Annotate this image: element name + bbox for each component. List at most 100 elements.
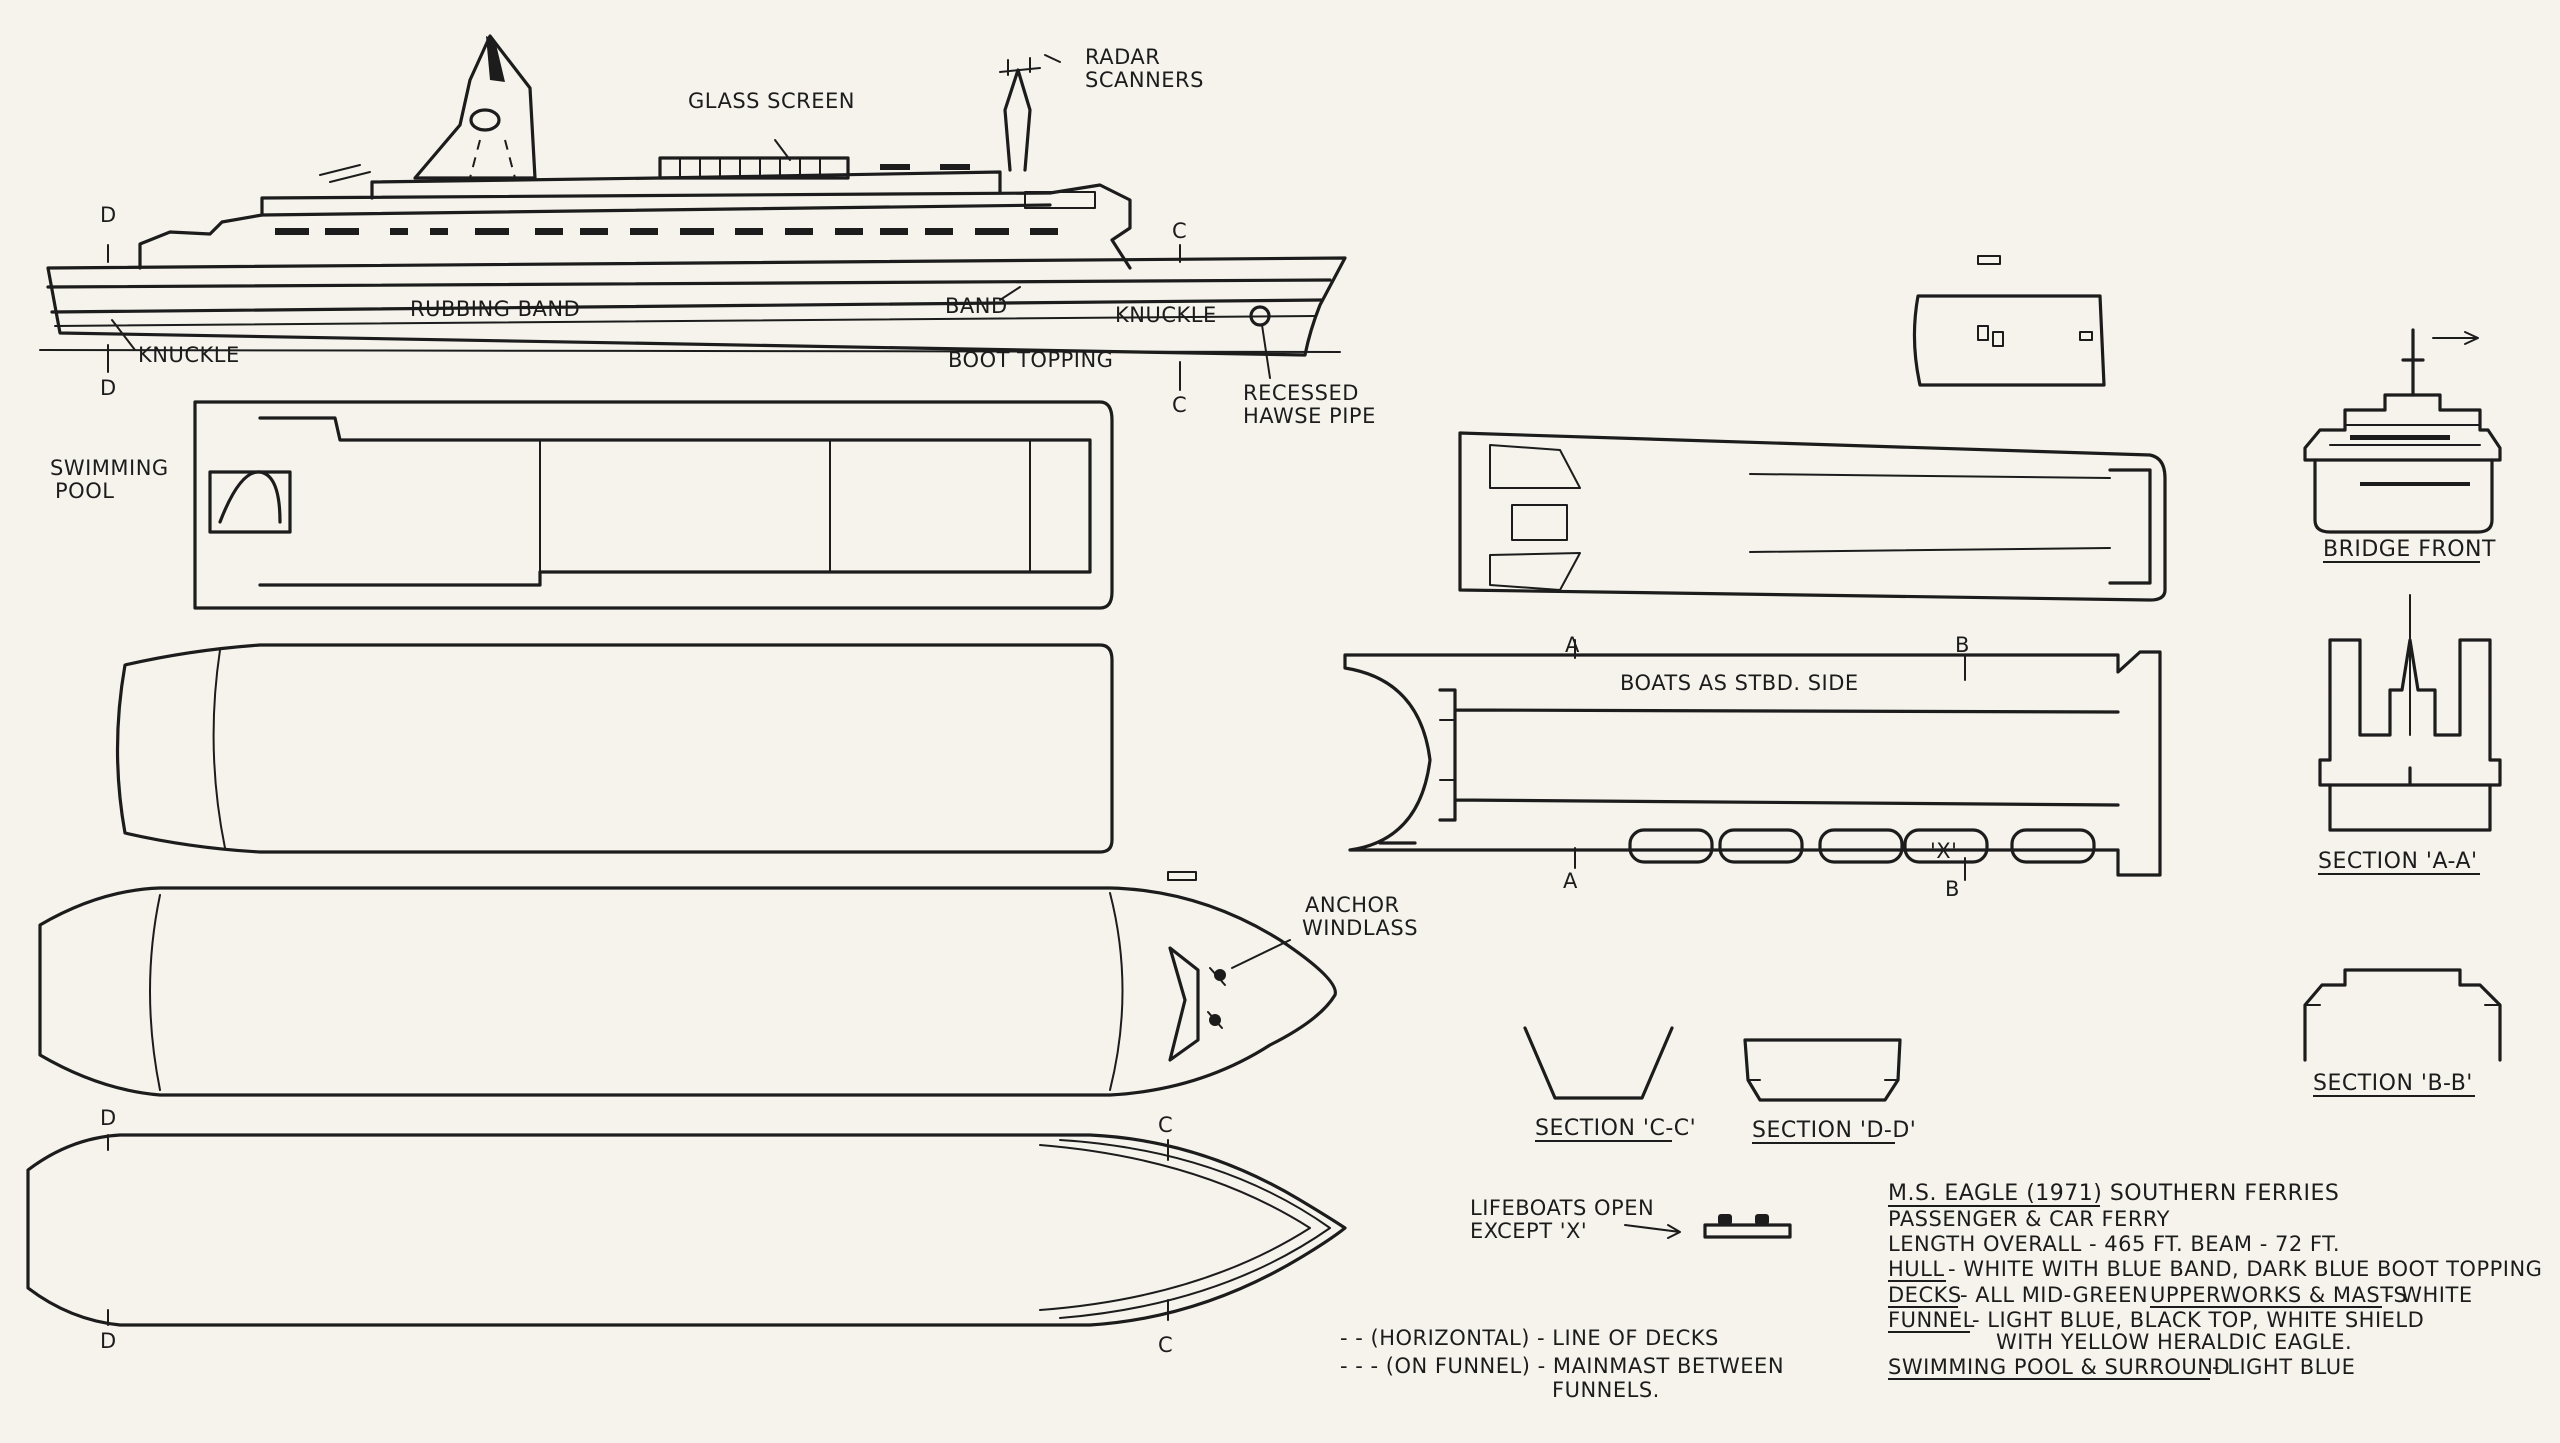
anchor-windlass bbox=[1207, 967, 1226, 1029]
label-hull-c-bottom: C bbox=[1158, 1333, 1173, 1357]
spec-hull-key: HULL bbox=[1888, 1257, 1945, 1281]
section-cc-outline bbox=[1523, 1026, 1674, 1100]
main-deck-fwd-line bbox=[1109, 892, 1124, 1091]
section-aa-view: SECTION 'A-A' bbox=[2318, 594, 2502, 875]
bridge-front-view: BRIDGE FRONT bbox=[2303, 328, 2502, 563]
label-boats-note: BOATS AS STBD. SIDE bbox=[1620, 671, 1859, 695]
hull-plan-waterline bbox=[1039, 1144, 1311, 1311]
label-hull-c-top: C bbox=[1158, 1113, 1173, 1137]
section-dd-view: SECTION 'D-D' bbox=[1743, 1038, 1916, 1144]
boat-deck-outline bbox=[1343, 650, 2162, 877]
section-bb-view: SECTION 'B-B' bbox=[2303, 968, 2502, 1097]
spec-funnel-key: FUNNEL bbox=[1888, 1308, 1975, 1332]
label-section-c-top: C bbox=[1172, 219, 1187, 243]
funnel bbox=[413, 34, 537, 180]
hull-plan-outline bbox=[26, 1133, 1347, 1327]
promenade-outline bbox=[115, 643, 1114, 854]
label-hull-d-top: D bbox=[100, 1106, 117, 1130]
line-legend: - - (HORIZONTAL) - LINE OF DECKS - - - (… bbox=[1340, 1326, 1784, 1402]
spec-decks-key: DECKS bbox=[1888, 1283, 1962, 1307]
lifeboats-note: LIFEBOATS OPEN EXCEPT 'X' bbox=[1470, 1196, 1792, 1243]
sheer-line bbox=[46, 278, 1332, 289]
sun-deck-outline bbox=[1458, 431, 2167, 602]
spec-type: PASSENGER & CAR FERRY bbox=[1888, 1207, 2170, 1231]
section-dd-outline bbox=[1743, 1038, 1902, 1102]
label-hawse-1: RECESSED bbox=[1243, 381, 1359, 405]
wheelhouse-top-outline bbox=[1912, 294, 2106, 387]
label-section-d-bottom: D bbox=[100, 376, 117, 400]
spec-upperworks-value: - WHITE bbox=[2386, 1283, 2473, 1307]
upper-deck-plan: SWIMMING POOL bbox=[50, 400, 1114, 610]
funnel-top bbox=[486, 36, 505, 82]
specification-block: M.S. EAGLE (1971) SOUTHERN FERRIES PASSE… bbox=[1888, 1181, 2542, 1380]
promenade-deck-plan bbox=[115, 643, 1114, 854]
bridge-front-lower bbox=[2313, 458, 2494, 534]
deck-fitting bbox=[1167, 871, 1197, 881]
label-knuckle-stern: KNUCKLE bbox=[138, 343, 240, 367]
lifeboats-row bbox=[1628, 828, 2096, 864]
section-cc-view: SECTION 'C-C' bbox=[1523, 1026, 1696, 1142]
label-anchor-1: ANCHOR bbox=[1305, 893, 1400, 917]
label-knuckle-bow: KNUCKLE bbox=[1115, 303, 1217, 327]
swimming-pool bbox=[208, 470, 292, 534]
label-section-c-bottom: C bbox=[1172, 393, 1187, 417]
label-lifeboats-2: EXCEPT 'X' bbox=[1470, 1219, 1587, 1243]
leader-band bbox=[999, 286, 1021, 301]
legend-line-1: - - (HORIZONTAL) - LINE OF DECKS bbox=[1340, 1326, 1719, 1350]
label-section-bb: SECTION 'B-B' bbox=[2313, 1071, 2473, 1096]
label-hawse-2: HAWSE PIPE bbox=[1243, 404, 1376, 428]
bridge-mast bbox=[2401, 328, 2425, 397]
label-band: BAND bbox=[945, 294, 1008, 318]
label-radar-1: RADAR bbox=[1085, 45, 1160, 69]
spec-funnel-value: - LIGHT BLUE, BLACK TOP, WHITE SHIELD bbox=[1972, 1308, 2424, 1332]
knuckle-line bbox=[54, 315, 1317, 327]
main-deck-aft-line bbox=[149, 894, 161, 1091]
spec-hull-value: - WHITE WITH BLUE BAND, DARK BLUE BOOT T… bbox=[1948, 1257, 2542, 1281]
label-section-aa: SECTION 'A-A' bbox=[2318, 849, 2478, 874]
side-profile-elevation: GLASS SCREEN RADAR SCANNERS RUBBING BAND… bbox=[39, 34, 1376, 428]
spec-pool-key: SWIMMING POOL & SURROUND bbox=[1888, 1355, 2230, 1379]
legend-line-2: - - - (ON FUNNEL) - MAINMAST BETWEEN bbox=[1340, 1354, 1784, 1378]
label-section-cc: SECTION 'C-C' bbox=[1535, 1116, 1696, 1141]
portholes-row bbox=[275, 164, 1058, 235]
main-deck-plan: ANCHOR WINDLASS bbox=[38, 871, 1418, 1097]
waterline bbox=[39, 349, 1341, 353]
bridge-wing bbox=[1024, 191, 1096, 209]
spec-decks-value: - ALL MID-GREEN bbox=[1960, 1283, 2148, 1307]
label-pool-2: POOL bbox=[55, 479, 114, 503]
section-aa-outline bbox=[2318, 638, 2502, 787]
label-radar-2: SCANNERS bbox=[1085, 68, 1204, 92]
label-b-bottom: B bbox=[1945, 877, 1960, 901]
bridge-front-upper bbox=[2303, 393, 2502, 462]
promenade-aft-line bbox=[212, 649, 226, 849]
label-lifeboats-1: LIFEBOATS OPEN bbox=[1470, 1196, 1654, 1220]
hull-outline bbox=[46, 256, 1347, 357]
hull-plan-knuckle bbox=[1059, 1139, 1331, 1319]
section-bb-outline bbox=[2303, 968, 2502, 1062]
breakwater bbox=[1168, 946, 1200, 1062]
spec-pool-value: - LIGHT BLUE bbox=[2212, 1355, 2355, 1379]
label-a-top: A bbox=[1565, 633, 1580, 657]
label-b-top: B bbox=[1955, 633, 1970, 657]
leader-glass bbox=[774, 139, 791, 161]
label-x-mark: 'X' bbox=[1930, 839, 1957, 863]
label-rubbing-band: RUBBING BAND bbox=[410, 297, 580, 321]
heraldic-shield bbox=[469, 108, 501, 132]
aft-mast bbox=[319, 164, 371, 183]
boat-deck-plan: BOATS AS STBD. SIDE A A B B 'X' bbox=[1343, 633, 2162, 901]
label-section-dd: SECTION 'D-D' bbox=[1752, 1118, 1916, 1143]
label-boot-topping: BOOT TOPPING bbox=[948, 348, 1113, 372]
leader-radar bbox=[1044, 54, 1061, 63]
bridge-top-plan bbox=[1912, 255, 2106, 387]
pool-surround bbox=[218, 470, 282, 524]
label-bridge-front: BRIDGE FRONT bbox=[2323, 537, 2496, 562]
label-pool-1: SWIMMING bbox=[50, 456, 169, 480]
lifeboat-side-view bbox=[1703, 1223, 1792, 1239]
leader-hawse bbox=[1261, 324, 1271, 379]
lifeboat-arrow bbox=[1624, 1224, 1681, 1239]
bridge-windows bbox=[2350, 435, 2470, 486]
label-section-d-top: D bbox=[100, 203, 117, 227]
glass-screen bbox=[658, 156, 850, 180]
spec-upperworks-key: UPPERWORKS & MASTS bbox=[2150, 1283, 2407, 1307]
spec-dimensions: LENGTH OVERALL - 465 FT. BEAM - 72 FT. bbox=[1888, 1232, 2340, 1256]
